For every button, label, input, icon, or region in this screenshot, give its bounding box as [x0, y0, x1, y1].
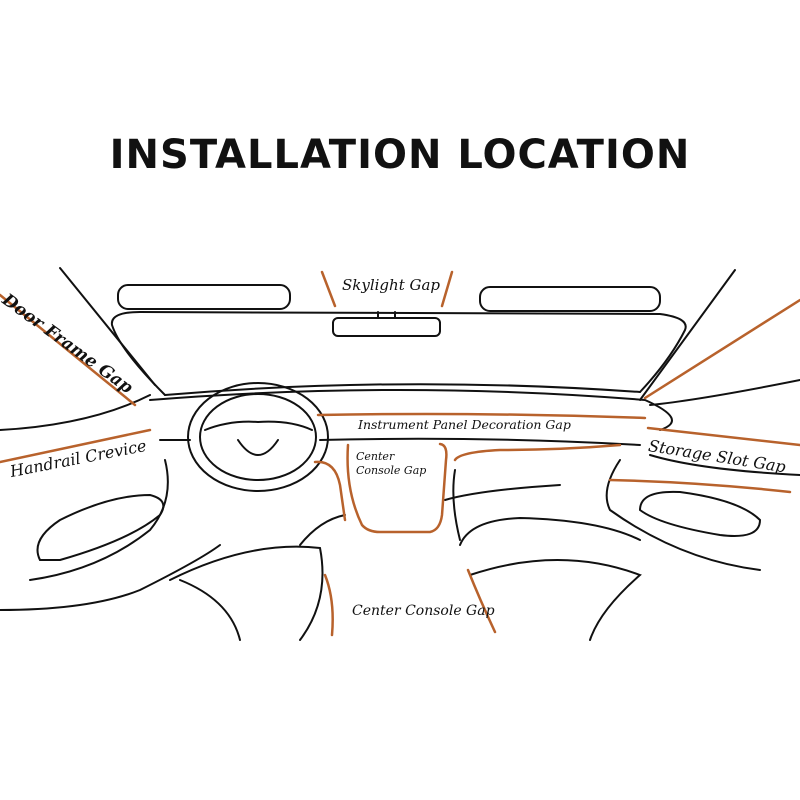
page-title: INSTALLATION LOCATION [109, 132, 691, 178]
skylight-gap-label: Skylight Gap [342, 276, 441, 294]
center-console-gap-lower-label: Center Console Gap [352, 603, 495, 619]
center-console-gap-upper-label: Center Console Gap [356, 450, 427, 477]
center-console-gap-upper-line [346, 442, 448, 534]
door-frame-gap-line-right [643, 298, 800, 400]
instrument-panel-gap-line [316, 412, 647, 420]
lower-console-gap-line-right [466, 568, 497, 634]
lower-console-gap-line-left [323, 573, 334, 637]
instrument-panel-gap-label: Instrument Panel Decoration Gap [358, 417, 571, 432]
skylight-gap-line-right [440, 270, 454, 308]
door-frame-gap-line-left [0, 293, 137, 407]
center-console-side-line-right [453, 443, 622, 462]
storage-slot-gap-line-lower [608, 478, 792, 494]
skylight-gap-line-left [320, 270, 337, 308]
interior-outline [0, 267, 800, 641]
gap-lines [0, 270, 800, 637]
storage-slot-gap-line [646, 426, 800, 447]
handrail-gap-line [0, 428, 152, 464]
center-console-side-line-left [313, 460, 347, 522]
